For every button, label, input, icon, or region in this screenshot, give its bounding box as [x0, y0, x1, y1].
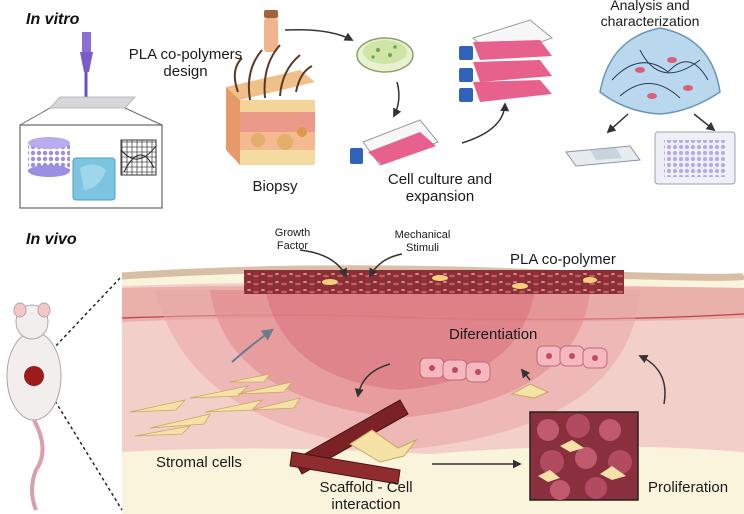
differentiation-label: Diferentiation [449, 326, 538, 343]
cell-culture-label: Cell culture and expansion [375, 171, 505, 206]
mouse-illustration [6, 302, 62, 511]
zoom-line-top [51, 275, 123, 351]
section-title-in-vivo: In vivo [26, 231, 77, 248]
hydrogel-dome-illustration [599, 27, 721, 134]
differentiation-arrow-small [520, 368, 531, 381]
printer-illustration [49, 32, 136, 109]
migration-arrow [231, 328, 274, 363]
growth-factor-line-2: Factor [276, 239, 309, 252]
scaffold-cell-label: Scaffold - Cell interaction [306, 479, 426, 514]
analysis-line-1: Analysis and [610, 0, 690, 13]
growth-factor-line-1: Growth [274, 227, 311, 239]
zoom-line-bottom [51, 395, 123, 511]
scaffold-cell-line-1: Scaffold - Cell [319, 479, 413, 496]
mechanical-stimuli-label: Mechanical Stimuli [385, 229, 460, 254]
microscope-slide-illustration [565, 145, 641, 167]
proliferation-to-differentiation-arrow [638, 354, 666, 405]
growth-factor-arrow [299, 249, 347, 278]
mechanical-stimuli-line-2: Stimuli [405, 241, 439, 254]
pla-design-label: PLA co-polymers design [118, 46, 253, 81]
growth-factor-label: Growth Factor [265, 227, 320, 252]
proliferation-tissue [529, 411, 639, 501]
sample-tube-illustration [264, 10, 354, 52]
cell-culture-line-1: Cell culture and [387, 171, 493, 188]
scaffold-rods [289, 399, 418, 485]
scaffold-types-box [19, 107, 163, 209]
mechanical-stimuli-line-1: Mechanical [394, 229, 451, 241]
pla-design-line-2: design [163, 63, 208, 81]
petri-dish-illustration [356, 37, 414, 118]
stacked-flasks-illustration [459, 19, 554, 102]
stromal-cells [129, 373, 301, 437]
section-title-in-vitro: In vitro [26, 11, 80, 28]
analysis-label: Analysis and characterization [585, 0, 715, 29]
pla-copolymer-label: PLA co-polymer [510, 251, 616, 268]
skin-cross-section [121, 265, 744, 514]
proliferation-label: Proliferation [648, 479, 729, 496]
analysis-line-2: characterization [600, 13, 700, 30]
culture-flask-illustration [350, 102, 510, 166]
well-plate-illustration [654, 131, 736, 185]
differentiated-cells [419, 345, 608, 399]
pla-design-line-1: PLA co-polymers [128, 46, 243, 63]
differentiation-arrow-left [354, 363, 391, 398]
stimuli-arrow [369, 253, 403, 278]
skin-biopsy-illustration [226, 44, 315, 165]
scaffold-cell-line-2: interaction [331, 496, 401, 514]
biopsy-label: Biopsy [252, 178, 298, 195]
cell-culture-line-2: expansion [405, 188, 475, 206]
stromal-cells-label: Stromal cells [156, 454, 242, 471]
